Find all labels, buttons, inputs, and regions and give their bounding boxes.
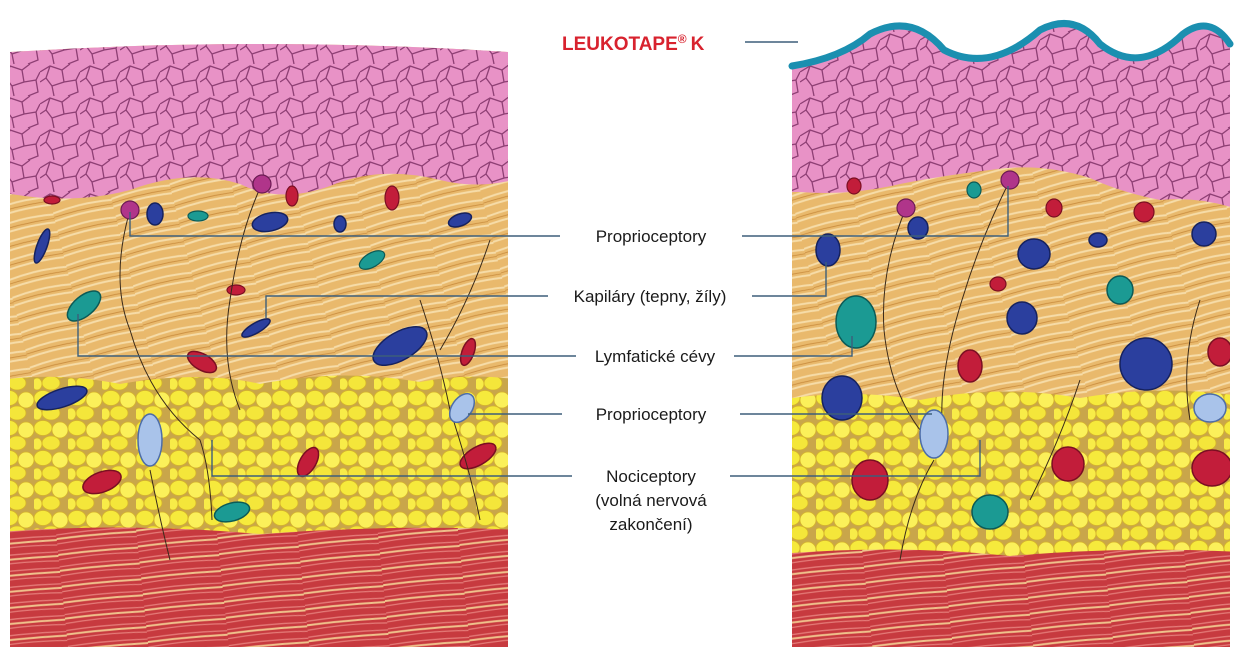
brand-label: LEUKOTAPE® K [562,32,705,55]
brand-name: LEUKOTAPE [562,34,678,55]
label-lymph-vessels: Lymfatické cévy [595,347,716,366]
label-nociceptors-line1: Nociceptory [606,467,696,486]
label-capillaries: Kapiláry (tepny, žíly) [574,287,727,306]
epidermis-left [0,30,520,199]
label-proprioceptors-bottom: Proprioceptory [596,405,707,424]
skin-panel-right [780,0,1237,647]
brand-mark: ® [678,32,687,46]
muscle-layer-left [0,527,520,647]
muscle-layer-right [780,549,1237,647]
brand-suffix: K [691,34,705,55]
label-nociceptors-line3: zakončení) [609,515,692,534]
label-nociceptors-line2: (volná nervová [595,491,707,510]
label-proprioceptors-top: Proprioceptory [596,227,707,246]
